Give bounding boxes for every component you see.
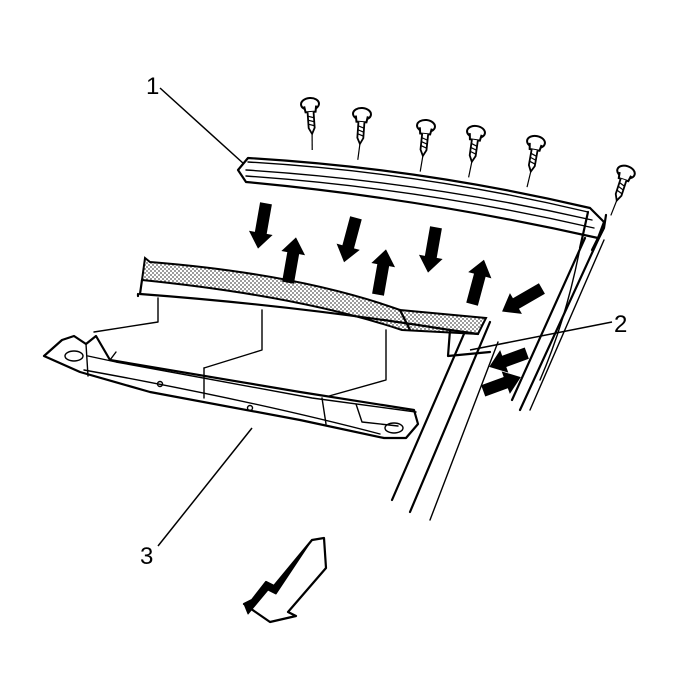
screw-icon [466, 124, 486, 178]
leader-1 [159, 87, 245, 165]
callout-1: 1 [146, 73, 159, 100]
arrow-icon [371, 249, 396, 296]
sealer-strip [140, 256, 488, 336]
arrow-icon [281, 237, 306, 284]
windshield-glass [390, 213, 608, 521]
arrow-icon [336, 216, 362, 263]
screw-icon [352, 106, 372, 160]
front-direction-arrow-icon [242, 536, 328, 624]
leader-lines [157, 87, 613, 547]
arrow-icon [502, 283, 545, 314]
arrow-icon [489, 347, 529, 373]
header-bracket [42, 256, 492, 440]
leader-3 [157, 427, 253, 547]
leader-2 [469, 321, 613, 351]
screw-icon [526, 134, 546, 188]
arrow-icon [466, 259, 492, 306]
callout-2: 2 [614, 311, 627, 338]
screw-icon [300, 96, 320, 150]
fasteners [300, 96, 636, 216]
motion-arrows [248, 202, 545, 397]
screw-icon [416, 118, 436, 172]
arrow-icon [418, 226, 443, 273]
roof-molding-strip [236, 156, 606, 381]
arrow-icon [248, 202, 273, 249]
callout-3: 3 [140, 543, 153, 570]
arrow-icon [481, 371, 521, 397]
screw-icon [610, 164, 636, 216]
